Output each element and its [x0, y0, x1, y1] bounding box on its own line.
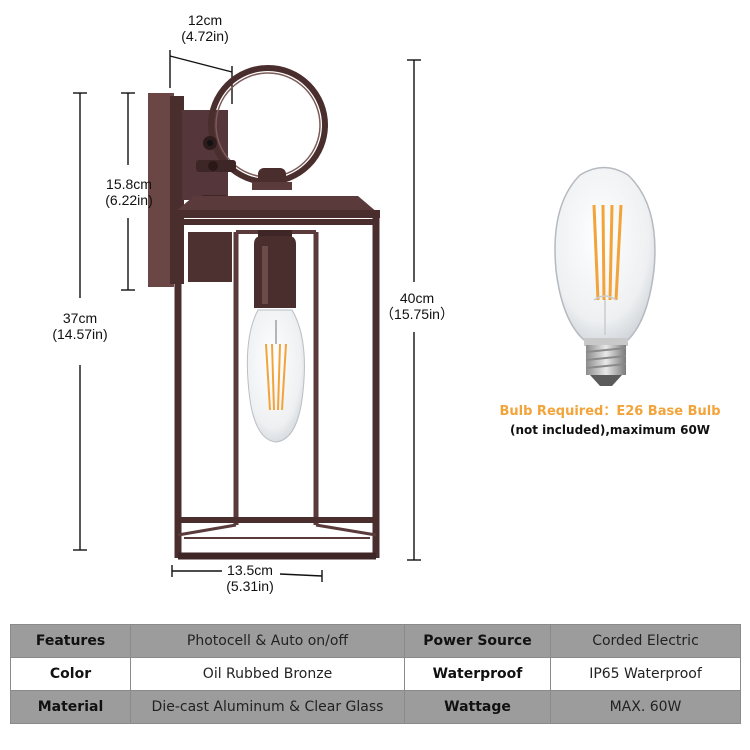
- spec-label-wattage: Wattage: [404, 690, 551, 724]
- spec-label-features: Features: [10, 624, 131, 658]
- lantern-bulb: [246, 309, 305, 443]
- spec-value-color: Oil Rubbed Bronze: [130, 657, 405, 691]
- dim-top-width: 12cm (4.72in): [181, 12, 229, 44]
- e26-bulb-icon: [554, 166, 656, 386]
- bulb-not-included-note: (not included),maximum 60W: [509, 423, 711, 437]
- spec-label-material: Material: [10, 690, 131, 724]
- bulb-required-note: Bulb Required：E26 Base Bulb: [499, 404, 721, 419]
- dim-base-width: 13.5cm (5.31in): [226, 562, 274, 594]
- top-fitting: [174, 168, 380, 218]
- dim-total-height: 40cm （15.75in）: [380, 290, 454, 322]
- wall-lamp-illustration: [73, 50, 656, 582]
- spec-value-waterproof: IP65 Waterproof: [550, 657, 741, 691]
- spec-value-wattage: MAX. 60W: [550, 690, 741, 724]
- spec-label-waterproof: Waterproof: [404, 657, 551, 691]
- spec-table: Features Photocell & Auto on/off Power S…: [10, 624, 741, 724]
- spec-label-power-source: Power Source: [404, 624, 551, 658]
- dimension-lines: [73, 50, 421, 582]
- spec-value-power-source: Corded Electric: [550, 624, 741, 658]
- spec-value-material: Die-cast Aluminum & Clear Glass: [130, 690, 405, 724]
- table-row: Features Photocell & Auto on/off Power S…: [10, 624, 741, 658]
- bulb-socket: [254, 230, 296, 308]
- lantern-frame: [174, 216, 380, 560]
- table-row: Material Die-cast Aluminum & Clear Glass…: [10, 690, 741, 724]
- lantern-back-panel: [188, 232, 232, 282]
- dim-arm-height: 15.8cm (6.22in): [105, 176, 153, 208]
- spec-value-features: Photocell & Auto on/off: [130, 624, 405, 658]
- table-row: Color Oil Rubbed Bronze Waterproof IP65 …: [10, 657, 741, 691]
- dim-backplate-height: 37cm (14.57in): [52, 310, 108, 342]
- spec-label-color: Color: [10, 657, 131, 691]
